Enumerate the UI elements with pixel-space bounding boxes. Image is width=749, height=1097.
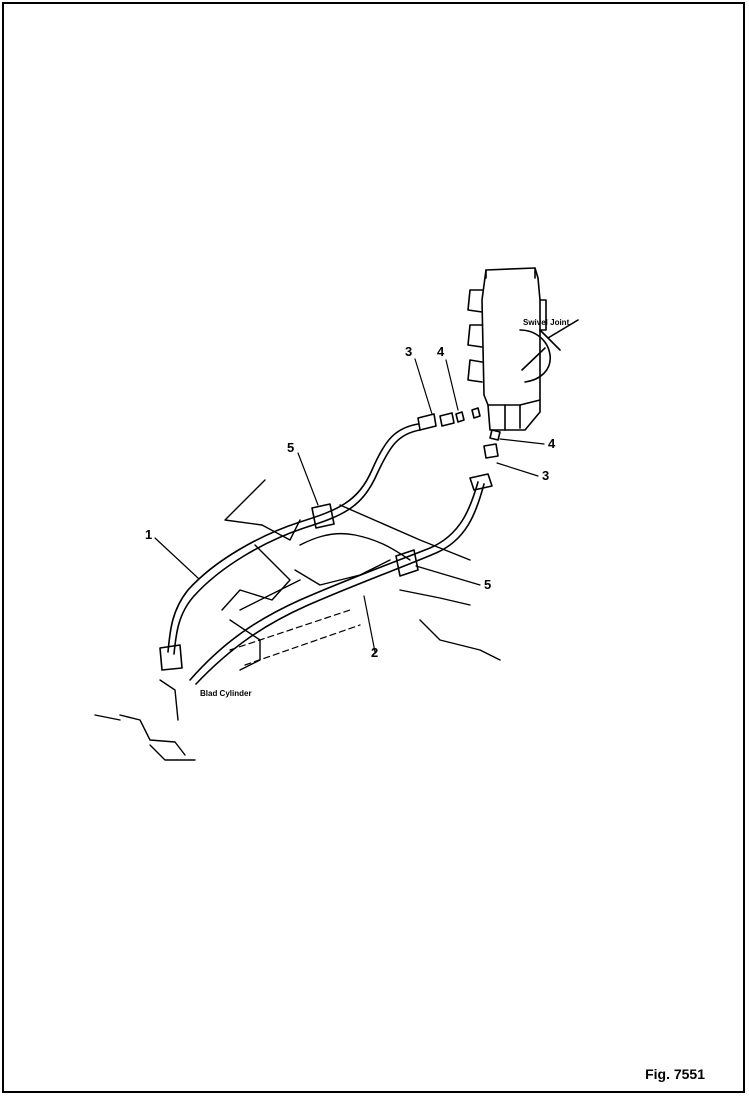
swivel-joint xyxy=(467,267,579,431)
callout-5-top: 5 xyxy=(287,440,295,455)
hose-nut-right xyxy=(469,473,493,491)
callout-4-top: 4 xyxy=(437,344,445,359)
leader-1 xyxy=(154,537,199,579)
callout-3-top: 3 xyxy=(405,344,413,359)
callout-4-right: 4 xyxy=(548,436,556,451)
hose-1 xyxy=(159,423,421,671)
adapter-top xyxy=(439,412,455,427)
hose-2 xyxy=(189,481,485,685)
leader-lines xyxy=(154,358,545,653)
fittings-group xyxy=(417,407,501,491)
hose-nut-top xyxy=(417,413,437,431)
callout-1: 1 xyxy=(145,527,153,542)
leader-2 xyxy=(363,595,376,653)
leader-4-right xyxy=(499,438,545,445)
swivel-joint-label: Swivel Joint xyxy=(523,318,570,327)
hose-1-end-fitting xyxy=(159,644,183,671)
leader-5-right xyxy=(415,565,481,586)
leader-4-top xyxy=(445,359,459,411)
o-ring-right xyxy=(489,429,501,441)
clamp-right xyxy=(395,549,419,577)
leader-5-top xyxy=(297,452,319,506)
adapter-right xyxy=(483,443,499,459)
machine-frame-outline xyxy=(94,479,501,761)
leader-3-top xyxy=(414,358,433,415)
callout-2: 2 xyxy=(371,645,379,660)
o-ring-top xyxy=(455,411,465,423)
callout-5-right: 5 xyxy=(484,577,492,592)
leader-3-right xyxy=(496,462,539,477)
clamp-top xyxy=(311,503,335,529)
callout-3-right: 3 xyxy=(542,468,550,483)
blade-cylinder-label: Blad Cylinder xyxy=(200,689,252,698)
figure-caption: Fig. 7551 xyxy=(645,1066,705,1082)
